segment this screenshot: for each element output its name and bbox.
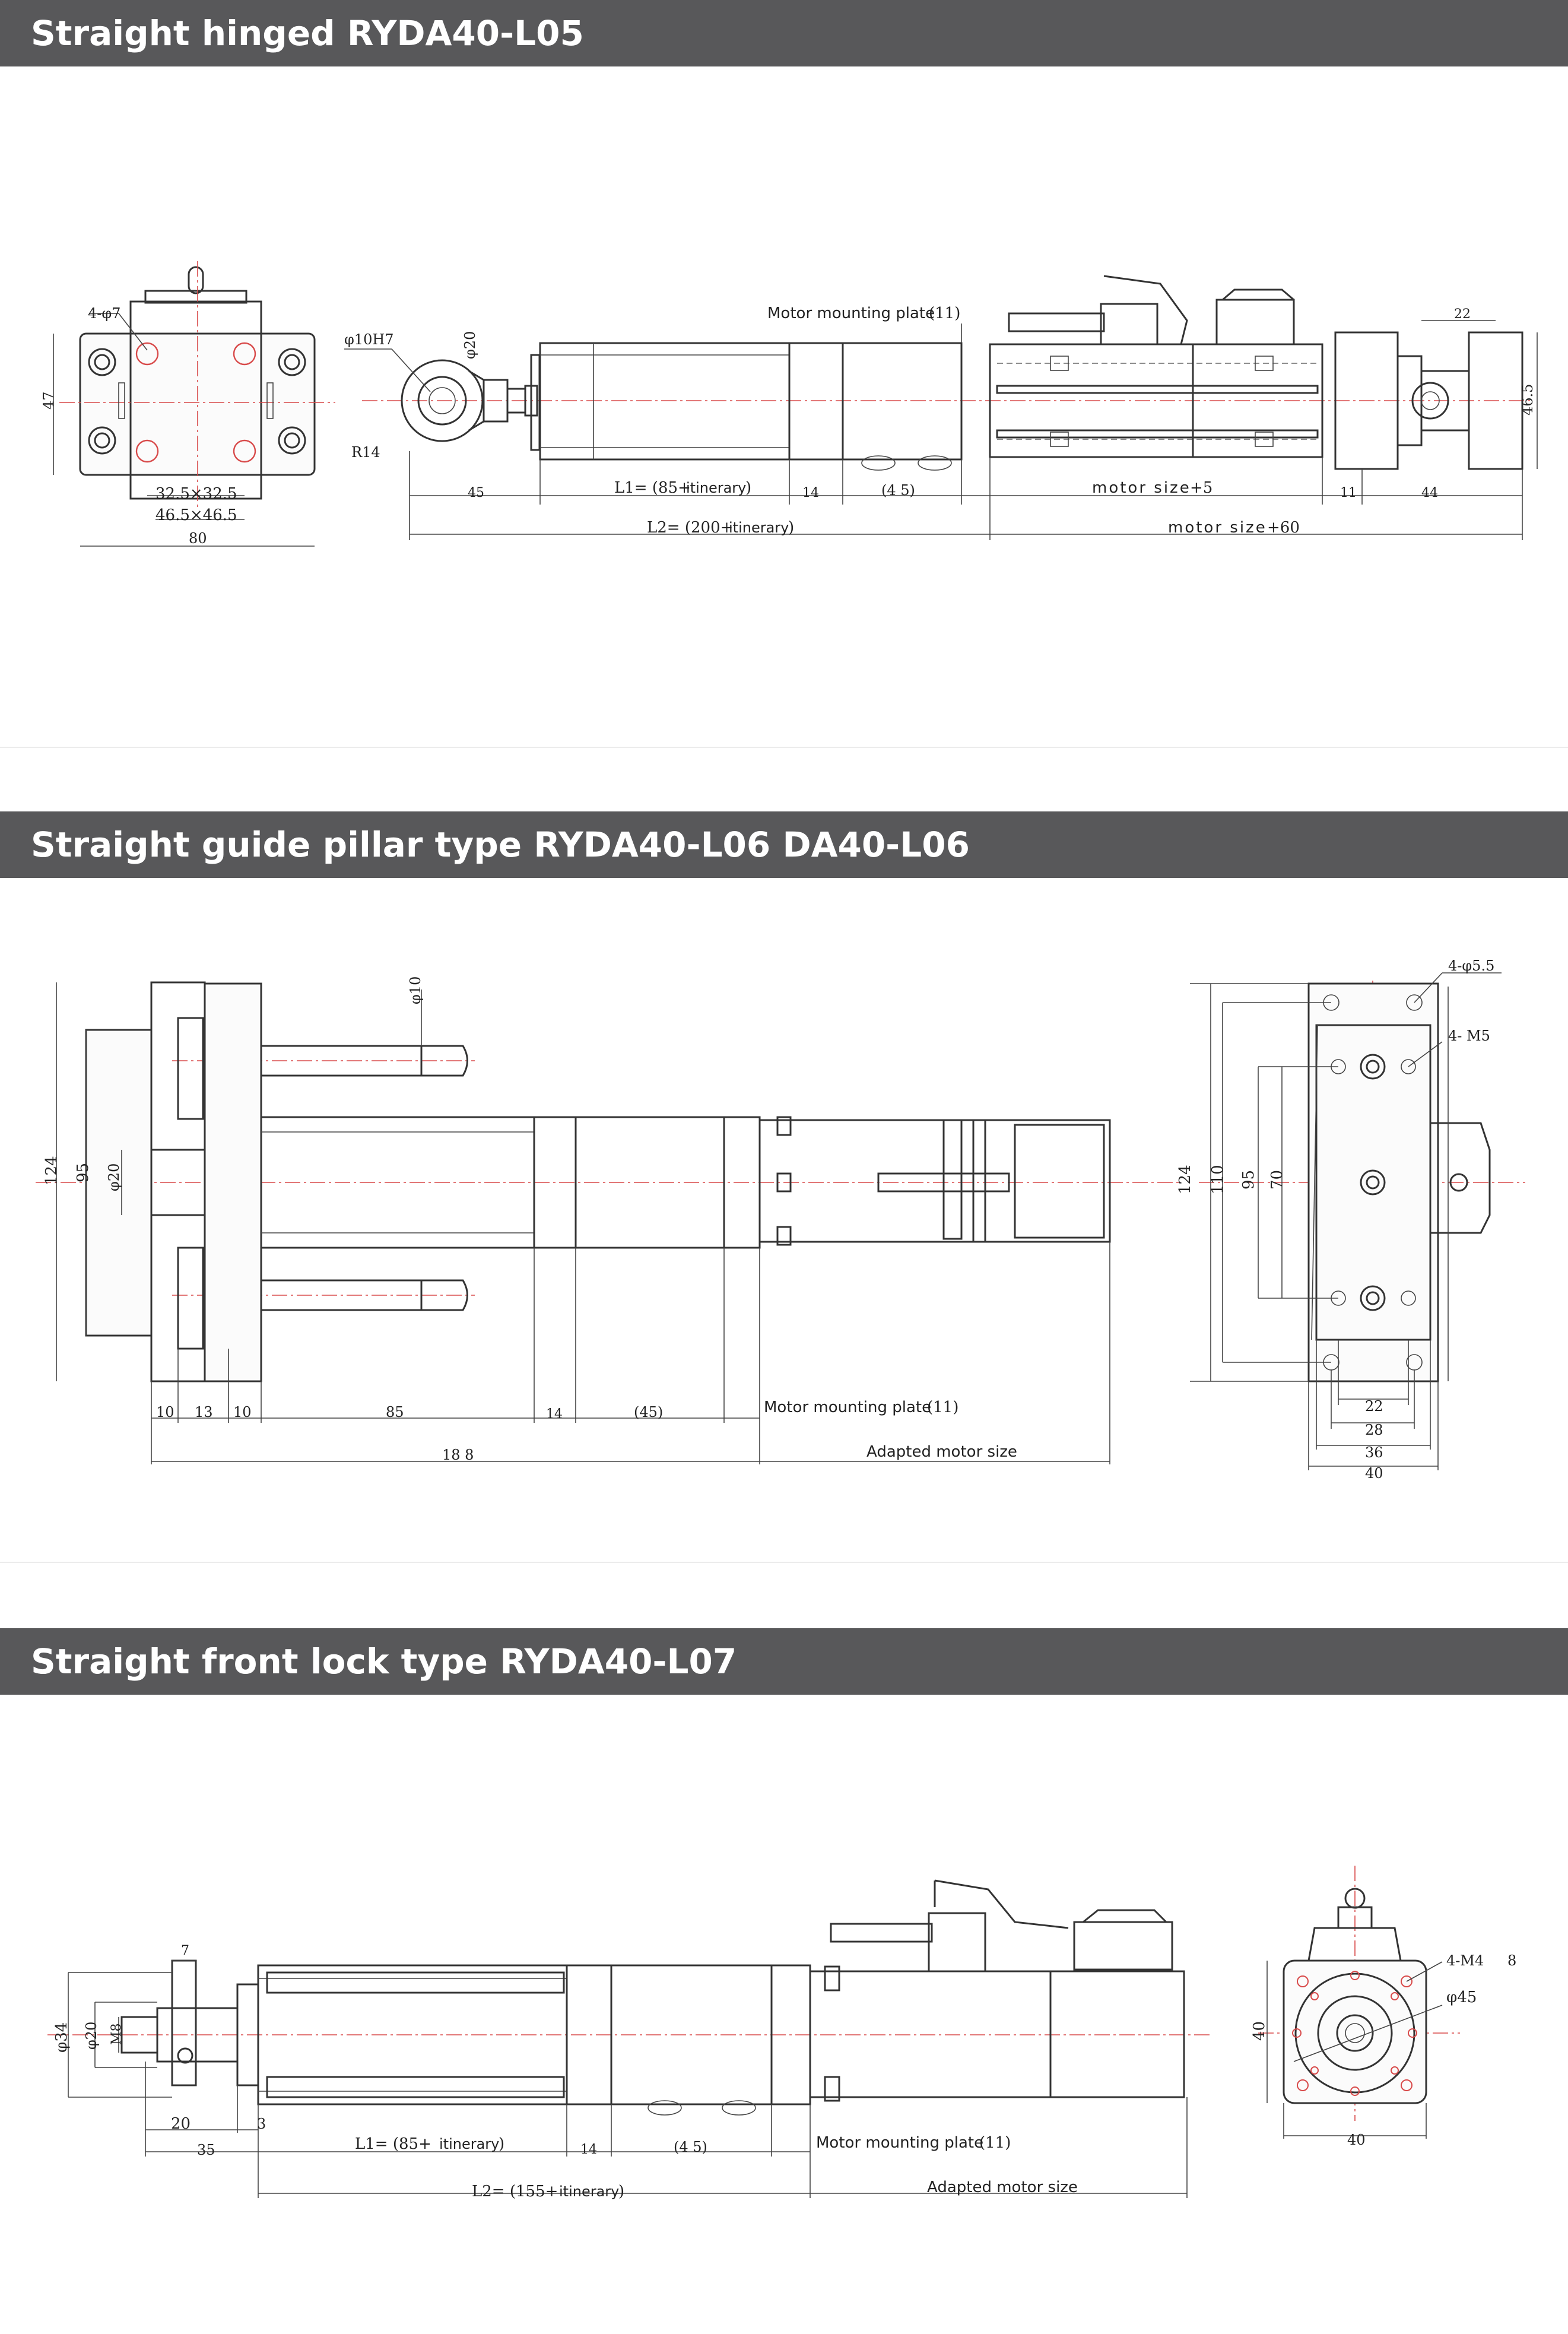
motor-plate-label: Motor mounting plate — [816, 2134, 983, 2152]
dim-45: (45) — [634, 1404, 663, 1420]
dim-14: 14 — [580, 2142, 597, 2157]
l2-word: itinerary — [729, 519, 789, 536]
phi34-label: φ34 — [53, 2022, 71, 2053]
l06-drawing: φ10 124 95 φ20 — [36, 957, 1525, 1482]
l2-word: itinerary — [559, 2183, 619, 2200]
dim-r40: 40 — [1365, 1465, 1383, 1482]
section-header: Straight hinged RYDA40-L05 — [0, 0, 1568, 66]
dim-80: 80 — [189, 530, 207, 547]
dim-13: 13 — [195, 1404, 213, 1420]
phi45-label: φ45 — [1446, 1989, 1477, 2006]
m8-label: M8 — [109, 2023, 124, 2045]
dim-14: 14 — [546, 1407, 563, 1422]
motor-plate-value: (11) — [929, 305, 960, 322]
dim-11: 11 — [1340, 486, 1357, 500]
side-view: φ10 124 95 φ20 — [36, 976, 1181, 1464]
motor-plate-label: Motor mounting plate — [767, 305, 935, 322]
adapted-motor-label: Adapted motor size — [866, 1443, 1017, 1461]
dim-124: 124 — [43, 1156, 61, 1185]
dim-4-5: (4 5) — [881, 482, 915, 499]
dim-47: 47 — [40, 391, 57, 410]
section-divider — [0, 1562, 1568, 1563]
phi10-label: φ10 — [407, 976, 424, 1004]
dim-46-5: 46.5 — [1519, 384, 1536, 416]
l1-word: itinerary — [439, 2136, 499, 2152]
section-header: Straight front lock type RYDA40-L07 — [0, 1628, 1568, 1695]
end-view: 4-M4 8 φ45 40 40 — [1250, 1866, 1516, 2148]
l07-drawing: 7 φ34 φ20 M8 — [47, 1866, 1516, 2200]
dim-r110: 110 — [1209, 1165, 1227, 1194]
motor-plate-label: Motor mounting plate — [764, 1399, 931, 1416]
holes-label: 4-φ7 — [88, 305, 120, 322]
dim-r124: 124 — [1176, 1165, 1194, 1194]
l1-word: itinerary — [686, 480, 746, 496]
phi20-label: φ20 — [83, 2022, 100, 2050]
dim-r36: 36 — [1365, 1444, 1383, 1461]
motor-size-label-2: motor size — [1168, 519, 1267, 537]
holes-5-5-label: 4-φ5.5 — [1448, 957, 1494, 974]
motor-plate-value: (11) — [927, 1399, 958, 1416]
l1-suffix: ) — [745, 479, 751, 497]
dim-10-a: 10 — [156, 1404, 174, 1420]
adapted-motor-label: Adapted motor size — [927, 2178, 1078, 2196]
dim-22: 22 — [1454, 307, 1471, 322]
dim-35: 35 — [197, 2142, 215, 2158]
section-title: Straight hinged RYDA40-L05 — [31, 13, 584, 53]
l2-suffix: ) — [788, 519, 794, 537]
section-header: Straight guide pillar type RYDA40-L06 DA… — [0, 811, 1568, 878]
dim-h40: 40 — [1250, 2021, 1268, 2041]
dim-r28: 28 — [1365, 1422, 1383, 1438]
motor-size-value: +5 — [1190, 479, 1212, 497]
dim-44: 44 — [1421, 486, 1438, 500]
dim-20: 20 — [171, 2115, 191, 2133]
end-view: 4-φ5.5 4- M5 124 110 95 70 — [1176, 957, 1525, 1482]
dim-95: 95 — [74, 1163, 92, 1182]
dim-4-5: (4 5) — [674, 2139, 707, 2155]
side-view: 7 φ34 φ20 M8 — [47, 1879, 1211, 2200]
m4-label: 4-M4 — [1446, 1952, 1484, 1969]
phi20-label: φ20 — [106, 1163, 122, 1191]
end-view: 4-φ7 47 32.5×32.5 46.5×46.5 80 — [40, 261, 335, 547]
dim-7: 7 — [181, 1943, 189, 1958]
dim-3: 3 — [257, 2116, 266, 2132]
dim-r95: 95 — [1240, 1170, 1258, 1190]
l1-prefix: L1= (85+ — [355, 2135, 431, 2153]
rod-end-label: φ10H7 — [344, 331, 394, 348]
l2-prefix: L2= (200+ — [647, 519, 733, 537]
motor-size-value-2: +60 — [1267, 519, 1300, 537]
section-divider — [0, 747, 1568, 748]
l1-suffix: ) — [499, 2135, 504, 2153]
dim-outer-square: 46.5×46.5 — [155, 506, 237, 524]
section-title: Straight guide pillar type RYDA40-L06 DA… — [31, 824, 970, 865]
dim-8: 8 — [1507, 1952, 1516, 1969]
dim-r22: 22 — [1365, 1398, 1383, 1415]
m5-label: 4- M5 — [1448, 1028, 1490, 1044]
rod-dia-label: φ20 — [462, 331, 478, 359]
dim-188: 18 8 — [442, 1447, 474, 1463]
side-view: φ10H7 R14 φ20 Motor mounting plate (11) — [344, 275, 1538, 540]
dim-14: 14 — [802, 486, 819, 500]
dim-inner-square: 32.5×32.5 — [155, 485, 237, 503]
l05-drawing: 4-φ7 47 32.5×32.5 46.5×46.5 80 φ10H7 — [40, 261, 1538, 547]
dim-45: 45 — [468, 486, 484, 500]
dim-w40: 40 — [1347, 2132, 1366, 2148]
motor-plate-value: (11) — [979, 2134, 1011, 2152]
l2-suffix: ) — [618, 2183, 624, 2200]
radius-label: R14 — [351, 444, 380, 461]
dim-85: 85 — [386, 1404, 404, 1420]
section-title: Straight front lock type RYDA40-L07 — [31, 1641, 737, 1682]
section-l06: Straight guide pillar type RYDA40-L06 DA… — [0, 811, 1568, 1563]
section-l07: Straight front lock type RYDA40-L07 7 — [0, 1628, 1568, 2334]
l2-prefix: L2= (155+ — [472, 2183, 558, 2200]
l1-prefix: L1= (85+ — [614, 479, 691, 497]
dim-r70: 70 — [1268, 1170, 1286, 1190]
dim-10-b: 10 — [233, 1404, 252, 1420]
section-l05: Straight hinged RYDA40-L05 — [0, 0, 1568, 748]
motor-size-label: motor size — [1092, 479, 1191, 497]
